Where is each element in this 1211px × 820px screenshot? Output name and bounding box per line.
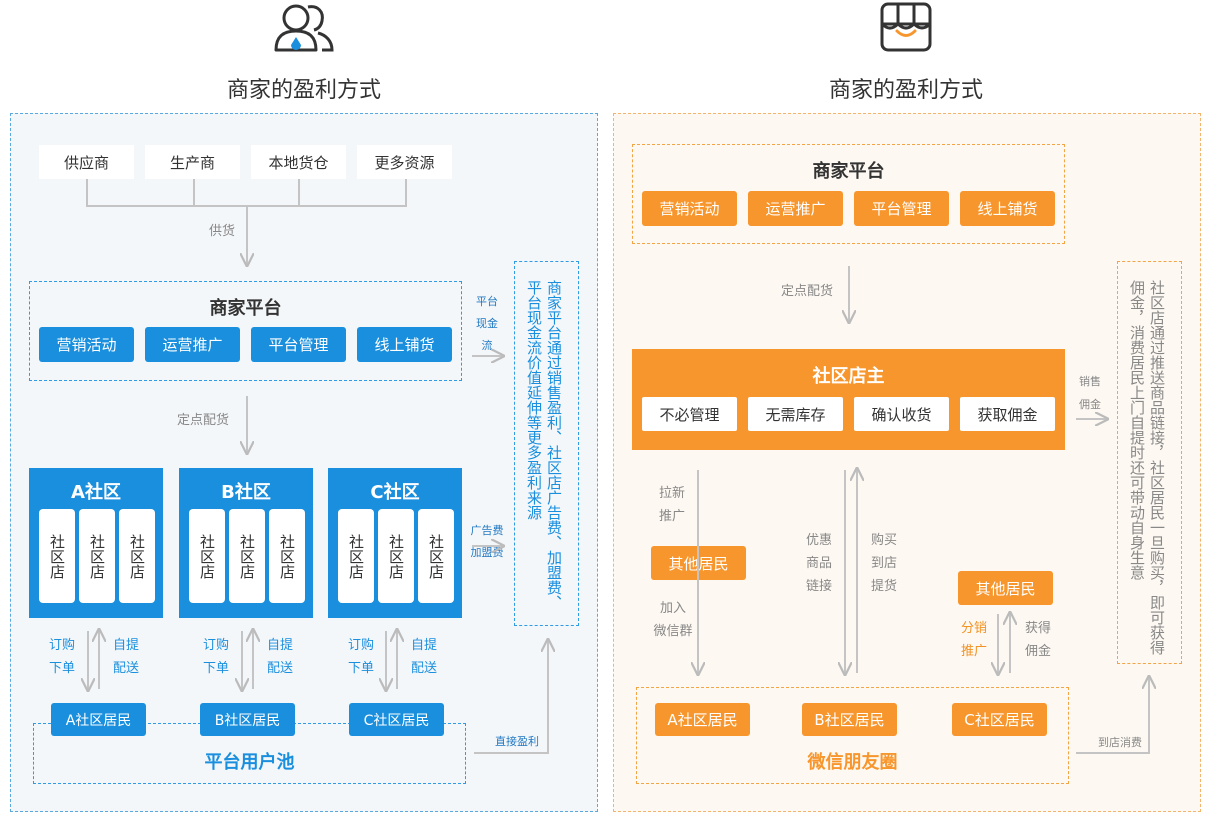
order-label: 订购 下单	[347, 638, 374, 676]
profit-text: 商家平台通过销售盈利、社区店广告费、加盟费、平台现金流价值延伸等更多盈利来源	[525, 280, 563, 610]
marketing-button: 营销活动	[39, 327, 134, 362]
manufacturer-box: 生产商	[145, 145, 240, 179]
promote-label: 拉新 推广	[658, 486, 685, 524]
community-a: A社区 社区店 社区店 社区店	[29, 468, 163, 618]
marketing-button: 营销活动	[642, 191, 737, 226]
community-c: C社区 社区店 社区店 社区店	[328, 468, 462, 618]
online-listing-button: 线上铺货	[357, 327, 452, 362]
confirm-receipt-tag: 确认收货	[854, 397, 949, 431]
no-inventory-tag: 无需库存	[748, 397, 843, 431]
store-owner-title: 社区店主	[812, 366, 885, 387]
right-platform-box	[632, 144, 1065, 244]
sales-commission-label: 销售 佣金	[1079, 375, 1101, 411]
left-platform-box	[29, 281, 462, 381]
right-heading: 商家的盈利方式	[828, 78, 983, 103]
fees-label: 广告费 加盟费	[470, 524, 504, 559]
shop-icon	[873, 0, 939, 54]
coupon-link-label: 优惠 商品 链接	[805, 533, 832, 594]
community-store: 社区店	[269, 509, 305, 603]
community-store: 社区店	[39, 509, 75, 603]
community-store: 社区店	[189, 509, 225, 603]
resident-a-badge: A社区居民	[51, 703, 146, 736]
moments-pool-title: 微信朋友圈	[807, 752, 898, 773]
platform-management-button: 平台管理	[854, 191, 949, 226]
community-store: 社区店	[338, 509, 374, 603]
resident-b-badge: B社区居民	[200, 703, 295, 736]
left-platform-title: 商家平台	[209, 298, 282, 319]
supply-label: 供货	[208, 224, 235, 239]
share-promote-label: 分销 推广	[960, 621, 987, 659]
operations-button: 运营推广	[748, 191, 843, 226]
users-icon	[270, 0, 336, 54]
direct-profit-label: 直接盈利	[495, 735, 539, 748]
online-listing-button: 线上铺货	[960, 191, 1055, 226]
community-a-title: A社区	[71, 482, 121, 503]
community-store: 社区店	[229, 509, 265, 603]
commission-text: 社区店通过推送商品链接，社区居民一旦购买，即可获得佣金，消费居民上门自提时还可带…	[1128, 280, 1166, 655]
pickup-label: 自提 配送	[410, 638, 437, 676]
community-store: 社区店	[418, 509, 454, 603]
left-dispatch-label: 定点配货	[176, 413, 229, 428]
left-heading: 商家的盈利方式	[226, 78, 381, 103]
community-store: 社区店	[378, 509, 414, 603]
right-dispatch-label: 定点配货	[780, 284, 833, 299]
resident-c-badge: C社区居民	[952, 703, 1047, 736]
community-b-title: B社区	[221, 482, 271, 503]
resident-c-badge: C社区居民	[349, 703, 444, 736]
no-management-tag: 不必管理	[642, 397, 737, 431]
buy-pickup-label: 购买 到店 提货	[870, 533, 897, 594]
warehouse-box: 本地货仓	[251, 145, 346, 179]
earn-commission-label: 获得 佣金	[1024, 621, 1051, 659]
moments-pool-box	[636, 687, 1069, 784]
community-c-title: C社区	[370, 482, 420, 503]
community-store: 社区店	[79, 509, 115, 603]
operations-button: 运营推广	[145, 327, 240, 362]
community-b: B社区 社区店 社区店 社区店	[179, 468, 313, 618]
pickup-label: 自提 配送	[112, 638, 139, 676]
instore-consumption-label: 到店消费	[1098, 736, 1142, 749]
cashflow-label: 平台 现金 流	[476, 295, 498, 352]
profit-text-box	[514, 261, 579, 626]
order-label: 订购 下单	[48, 638, 75, 676]
join-group-label: 加入 微信群	[653, 601, 693, 639]
pickup-label: 自提 配送	[266, 638, 293, 676]
other-residents-badge: 其他居民	[958, 571, 1053, 605]
resident-a-badge: A社区居民	[655, 703, 750, 736]
commission-text-box	[1117, 261, 1182, 664]
other-residents-badge: 其他居民	[651, 546, 746, 580]
platform-management-button: 平台管理	[251, 327, 346, 362]
more-resources-box: 更多资源	[357, 145, 452, 179]
right-platform-title: 商家平台	[812, 161, 885, 182]
supplier-box: 供应商	[39, 145, 134, 179]
community-store: 社区店	[119, 509, 155, 603]
resident-b-badge: B社区居民	[802, 703, 897, 736]
order-label: 订购 下单	[202, 638, 229, 676]
get-commission-tag: 获取佣金	[960, 397, 1055, 431]
user-pool-title: 平台用户池	[204, 752, 295, 773]
